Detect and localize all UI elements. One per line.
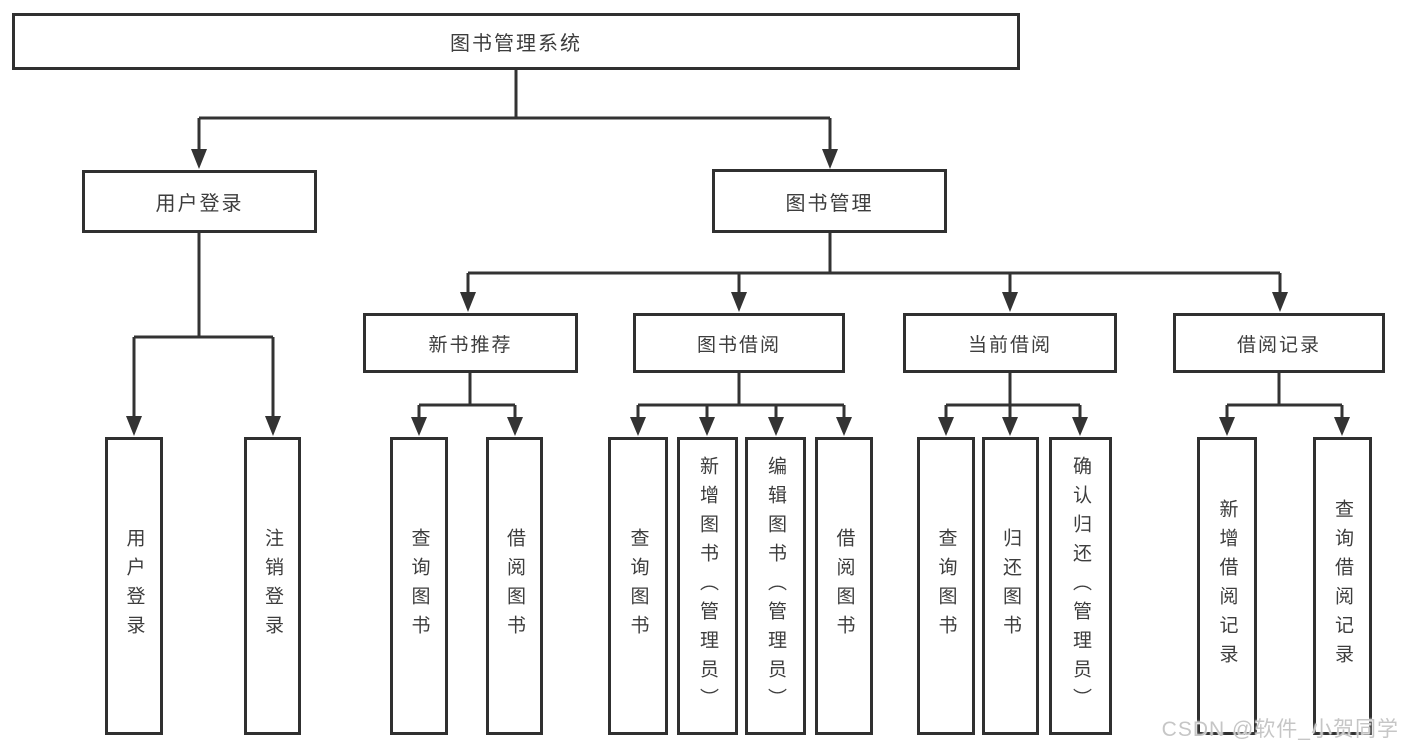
node-book-management-branch: 图书管理: [712, 169, 947, 233]
leaf-borrow-books-borrowing: 借阅图书: [815, 437, 873, 735]
leaf-confirm-return-admin: 确认归还（管理员）: [1049, 437, 1112, 735]
leaf-query-borrow-record: 查询借阅记录: [1313, 437, 1372, 735]
node-book-borrowing: 图书借阅: [633, 313, 845, 373]
leaf-add-book-admin: 新增图书（管理员）: [677, 437, 738, 735]
leaf-query-books-recommend: 查询图书: [390, 437, 448, 735]
leaf-user-login: 用户登录: [105, 437, 163, 735]
node-borrowing-records: 借阅记录: [1173, 313, 1385, 373]
node-user-login-branch: 用户登录: [82, 170, 317, 233]
connector-root: [191, 70, 838, 169]
node-current-borrowing: 当前借阅: [903, 313, 1117, 373]
leaf-add-borrow-record: 新增借阅记录: [1197, 437, 1257, 735]
leaf-borrow-books-recommend: 借阅图书: [486, 437, 543, 735]
leaf-query-books-current: 查询图书: [917, 437, 975, 735]
connector-user-login-children: [126, 232, 281, 436]
connector-current-borrowing-children: [938, 373, 1088, 436]
leaf-logout: 注销登录: [244, 437, 301, 735]
leaf-edit-book-admin: 编辑图书（管理员）: [745, 437, 806, 735]
node-library-management-system: 图书管理系统: [12, 13, 1020, 70]
connector-book-borrowing-children: [630, 373, 852, 436]
connector-borrowing-records-children: [1219, 373, 1350, 436]
connector-book-management-children: [460, 232, 1288, 312]
leaf-return-books: 归还图书: [982, 437, 1039, 735]
connector-new-book-children: [411, 373, 523, 436]
node-new-book-recommendation: 新书推荐: [363, 313, 578, 373]
leaf-query-books-borrowing: 查询图书: [608, 437, 668, 735]
csdn-watermark: CSDN @软件_小贺同学: [1161, 718, 1399, 741]
